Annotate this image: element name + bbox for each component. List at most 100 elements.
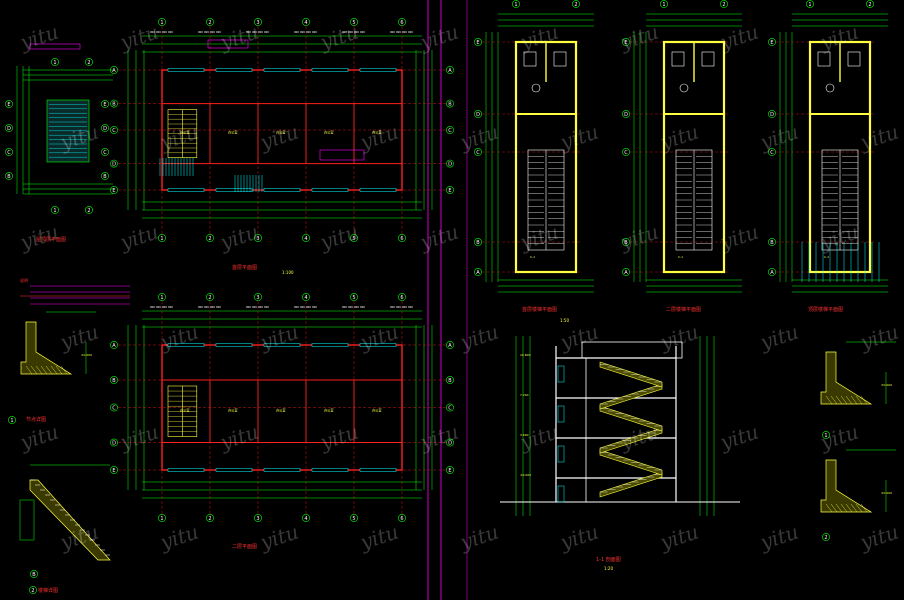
second-floor-room-label: 办公室 (228, 407, 238, 412)
first-floor-dim-text: 900 (216, 30, 221, 34)
right-detail-1-hatch (845, 395, 853, 405)
second-floor-window (167, 468, 205, 472)
second-floor-dim-text: 900 (210, 305, 215, 309)
section-window (557, 405, 565, 423)
stair-top-axis-row-label: D (770, 112, 774, 118)
first-floor-axis-bubble-bottom-label: 2 (208, 236, 211, 242)
stair-second-axis-row-label: E (624, 40, 627, 46)
first-floor-dim-text: 900 (402, 30, 407, 34)
second-floor-axis-bubble-top-circle (254, 293, 262, 301)
second-floor-window (263, 468, 301, 472)
section-window (557, 485, 565, 503)
second-floor-dim-text: 900 (300, 305, 305, 309)
right-detail-1-hatch (840, 395, 848, 405)
right-detail-1-hatch (850, 395, 858, 405)
first-floor-dim-text: 900 (312, 30, 317, 34)
second-floor-axis-bubble-left-circle (110, 466, 118, 474)
right-detail-2-hatch (835, 503, 843, 513)
first-floor-axis-bubble-bottom-circle (350, 234, 358, 242)
second-floor-axis-bubble-bottom-label: 6 (400, 516, 403, 522)
first-floor-room-label: 办公室 (180, 130, 190, 135)
stair-second-axis-row-circle (622, 268, 630, 276)
second-floor-axis-bubble-top-label: 4 (304, 295, 307, 301)
second-floor-dim-text: 900 (408, 305, 413, 309)
stair-second-axis-1-circle (660, 0, 668, 8)
stair-top-axis-row-label: B (770, 240, 774, 246)
detail-1-bubble-label: 1 (10, 418, 13, 424)
stair-first-axis-row-circle (474, 268, 482, 276)
stair-detail-axis-label: B (32, 572, 36, 578)
second-floor-window (167, 343, 205, 347)
first-floor-room-label: 办公室 (228, 130, 238, 135)
first-floor-window (215, 68, 253, 72)
second-floor-dim-text: 900 (216, 305, 221, 309)
roof-axis-left-label: E (7, 102, 10, 108)
second-floor-axis-bubble-top-circle (302, 293, 310, 301)
second-floor-dim-text: 900 (264, 305, 269, 309)
first-floor-axis-bubble-top-circle (302, 18, 310, 26)
roof-axis-2-bottom-circle (85, 206, 93, 214)
second-floor-axis-bubble-right-label: A (448, 343, 452, 349)
second-floor-dim-text: 900 (306, 305, 311, 309)
second-floor-axis-bubble-top-label: 2 (208, 295, 211, 301)
right-detail-2-hatch (850, 503, 858, 513)
roof-axis-2-top-circle (85, 58, 93, 66)
detail-1-hatch (45, 365, 53, 375)
first-floor-window (359, 188, 397, 192)
second-floor-axis-bubble-bottom-circle (254, 514, 262, 522)
second-floor-dim-text: 900 (150, 305, 155, 309)
second-floor-dim-text: 900 (354, 305, 359, 309)
detail-1-level: ±0.000 (81, 353, 92, 357)
first-floor-axis-bubble-top-circle (398, 18, 406, 26)
stair-scale: 1:50 (560, 318, 569, 323)
roof-axis-left-label: C (7, 150, 11, 156)
stair-top-axis-2-circle (866, 0, 874, 8)
first-floor-window (263, 68, 301, 72)
roof-axis-1-bottom-circle (51, 206, 59, 214)
second-floor-axis-bubble-top-label: 1 (160, 295, 163, 301)
stair-first-axis-row-label: B (476, 240, 480, 246)
detail-1-hatch (55, 365, 63, 375)
second-floor-dim-text: 900 (402, 305, 407, 309)
first-floor-axis-bubble-top-circle (158, 18, 166, 26)
stair-first-axis-row-label: C (476, 150, 480, 156)
stair-top-axis-row-circle (768, 38, 776, 46)
first-floor-dim-text: 900 (390, 30, 395, 34)
first-floor-axis-bubble-left-circle (110, 159, 118, 168)
second-floor-dim-text: 900 (258, 305, 263, 309)
first-floor-dim-text: 900 (204, 30, 209, 34)
first-floor-dim-text: 900 (150, 30, 155, 34)
first-floor-axis-bubble-top-label: 1 (160, 20, 163, 26)
stair-top-door-tag: C-1 (824, 255, 829, 259)
first-floor-dim-text: 900 (162, 30, 167, 34)
stair-first-axis-2-circle (572, 0, 580, 8)
first-floor-axis-bubble-left-label: C (112, 128, 116, 134)
first-floor-dim-text: 900 (360, 30, 365, 34)
right-detail-2-hatch (845, 503, 853, 513)
second-floor-axis-bubble-left-label: E (112, 468, 115, 474)
second-floor-dim-text: 900 (252, 305, 257, 309)
roof-axis-right-label: D (103, 126, 107, 132)
second-floor-axis-bubble-left-label: B (112, 378, 116, 384)
right-detail-2-hatch (840, 503, 848, 513)
section-level: 10.800 (520, 353, 531, 357)
first-floor-axis-bubble-bottom-circle (254, 234, 262, 242)
second-floor-dim-text: 900 (342, 305, 347, 309)
first-floor-axis-bubble-bottom-label: 5 (352, 236, 355, 242)
stair-top-sink (825, 83, 835, 93)
second-floor-axis-bubble-bottom-circle (398, 514, 406, 522)
section-window (557, 445, 565, 463)
stair-detail-bubble-circle (29, 586, 37, 594)
stair-top-axis-row-circle (768, 268, 776, 276)
first-floor-axis-bubble-right-circle (446, 186, 454, 194)
second-floor-axis-bubble-right-circle (446, 376, 454, 384)
section-level: 3.600 (520, 433, 529, 437)
first-floor-axis-bubble-top-label: 5 (352, 20, 355, 26)
right-detail-2-hatch (830, 503, 838, 513)
second-floor-axis-bubble-right-label: D (448, 440, 452, 446)
stair-detail-beam (19, 499, 35, 541)
second-floor-axis-bubble-bottom-label: 2 (208, 516, 211, 522)
stair-detail-axis-circle (30, 570, 38, 578)
right-detail-1-hatch (855, 395, 863, 405)
second-floor-axis-bubble-right-circle (446, 466, 454, 474)
